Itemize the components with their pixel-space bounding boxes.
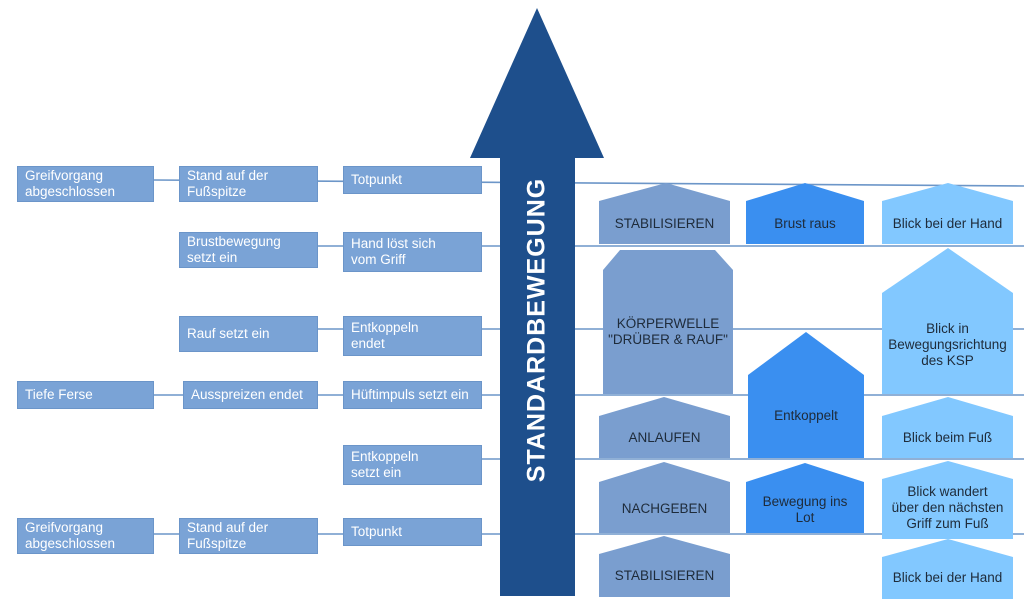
gaze-shape-blick-wandert bbox=[882, 461, 1013, 539]
gaze-shape-bewegungsrichtung bbox=[882, 248, 1013, 394]
gaze-shapes bbox=[882, 183, 1013, 599]
gaze-label-blick-wandert: Blick wandert über den nächsten Griff zu… bbox=[891, 484, 1004, 531]
phase-box-row1: Totpunkt bbox=[343, 166, 482, 194]
gaze-label-bewegungsrichtung: Blick in Bewegungsrichtung des KSP bbox=[888, 321, 1007, 368]
middle-box-row3: Rauf setzt ein bbox=[179, 316, 318, 352]
gaze-label-hand-top: Blick bei der Hand bbox=[892, 216, 1003, 231]
gaze-shape-hand-top bbox=[882, 183, 1013, 244]
gaze-label-hand-bottom: Blick bei der Hand bbox=[892, 570, 1003, 585]
chest-shape-entkoppelt bbox=[748, 332, 864, 458]
gaze-shape-hand-bottom bbox=[882, 539, 1013, 599]
chest-shape-brust-raus bbox=[746, 183, 864, 244]
body-shape-nachgeben bbox=[599, 462, 730, 533]
middle-box-row5: Ausspreizen endet bbox=[183, 381, 318, 409]
arrow-label: STANDARDBEWEGUNG bbox=[522, 177, 551, 483]
middle-box-row2: Brustbewegung setzt ein bbox=[179, 232, 318, 268]
body-shape-stabilisieren-top bbox=[599, 183, 730, 244]
body-shape-stabilisieren-bottom bbox=[599, 536, 730, 597]
standard-movement-arrow bbox=[470, 8, 604, 596]
body-label-nachgeben: NACHGEBEN bbox=[621, 501, 708, 516]
chest-label-brust-raus: Brust raus bbox=[774, 216, 836, 231]
body-label-stabilisieren-bottom: STABILISIEREN bbox=[614, 568, 715, 583]
left-box-row1: Greifvorgang abgeschlossen bbox=[17, 166, 154, 202]
middle-box-row7: Stand auf der Fußspitze bbox=[179, 518, 318, 554]
middle-box-row1: Stand auf der Fußspitze bbox=[179, 166, 318, 202]
phase-box-row6: Entkoppeln setzt ein bbox=[343, 445, 482, 485]
body-shape-anlaufen bbox=[599, 397, 730, 458]
body-shapes bbox=[599, 183, 733, 597]
gaze-label-fuss: Blick beim Fuß bbox=[902, 430, 993, 445]
body-label-anlaufen: ANLAUFEN bbox=[628, 430, 701, 445]
body-shape-koerperwelle bbox=[603, 250, 733, 394]
chest-label-bewegung-ins-lot: Bewegung ins Lot bbox=[762, 494, 848, 525]
phase-box-row2: Hand löst sich vom Griff bbox=[343, 232, 482, 272]
left-box-row5: Tiefe Ferse bbox=[17, 381, 154, 409]
body-label-koerperwelle: KÖRPERWELLE "DRÜBER & RAUF" bbox=[608, 316, 728, 347]
left-box-row7: Greifvorgang abgeschlossen bbox=[17, 518, 154, 554]
chest-shape-bewegung-ins-lot bbox=[746, 463, 864, 533]
body-label-stabilisieren-top: STABILISIEREN bbox=[614, 216, 715, 231]
phase-box-row5: Hüftimpuls setzt ein bbox=[343, 381, 482, 409]
phase-box-row7: Totpunkt bbox=[343, 518, 482, 546]
chest-label-entkoppelt: Entkoppelt bbox=[774, 408, 838, 423]
phase-box-row3: Entkoppeln endet bbox=[343, 316, 482, 356]
gaze-shape-fuss bbox=[882, 397, 1013, 458]
chest-shapes bbox=[746, 183, 864, 533]
